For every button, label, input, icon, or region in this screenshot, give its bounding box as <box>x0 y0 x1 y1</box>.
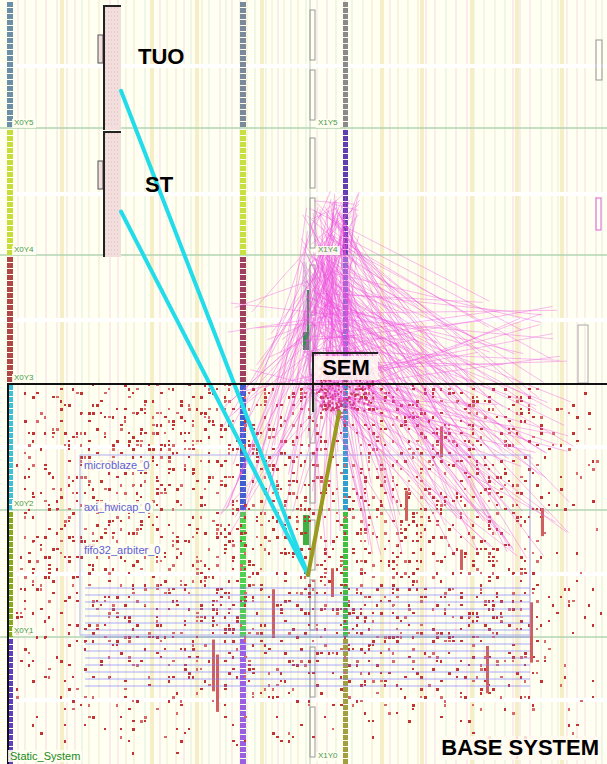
region-coordinate: X0Y1 <box>12 627 36 636</box>
pblock-box: TUO <box>103 5 121 130</box>
region-coordinate: X0Y2 <box>12 500 36 509</box>
partition-link <box>121 211 308 575</box>
pblock-label: SEM <box>314 356 378 380</box>
region-coordinate: X0Y5 <box>12 119 36 128</box>
pblock-box: ST <box>103 131 121 257</box>
region-coordinate: X1Y0 <box>316 752 340 761</box>
static-region: BASE SYSTEM <box>7 383 607 764</box>
region-coordinate: X0Y3 <box>12 374 36 383</box>
instance-name: axi_hwicap_0 <box>82 501 153 513</box>
instance-name: microblaze_0 <box>82 459 151 471</box>
region-name: Static_System <box>8 750 82 762</box>
region-coordinate: X1Y5 <box>316 119 340 128</box>
pblock-label: BASE SYSTEM <box>439 736 601 760</box>
routed-nets <box>221 191 573 558</box>
partition-fill <box>98 5 121 257</box>
pblock-label: ST <box>145 173 161 197</box>
region-coordinate: X1Y4 <box>316 246 340 255</box>
instance-name: fifo32_arbiter_0 <box>82 544 162 556</box>
pblock-box: SEM <box>312 352 378 412</box>
pblock-label: TUO <box>138 45 154 69</box>
partition-link <box>308 412 339 575</box>
fabric-columns <box>18 0 602 764</box>
region-coordinate: X0Y4 <box>12 246 36 255</box>
